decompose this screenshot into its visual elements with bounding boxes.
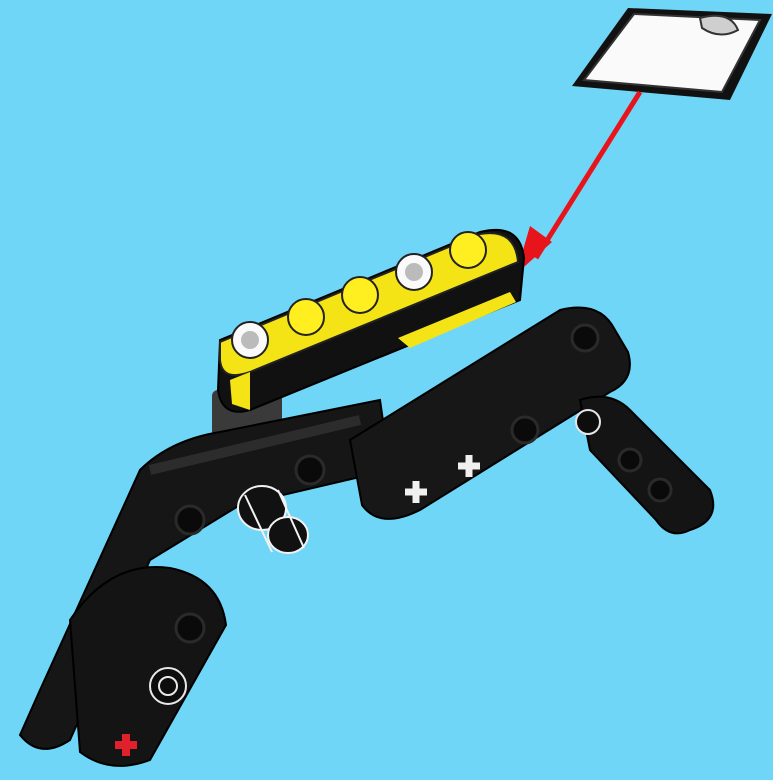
lego-instruction-scene	[0, 0, 773, 780]
